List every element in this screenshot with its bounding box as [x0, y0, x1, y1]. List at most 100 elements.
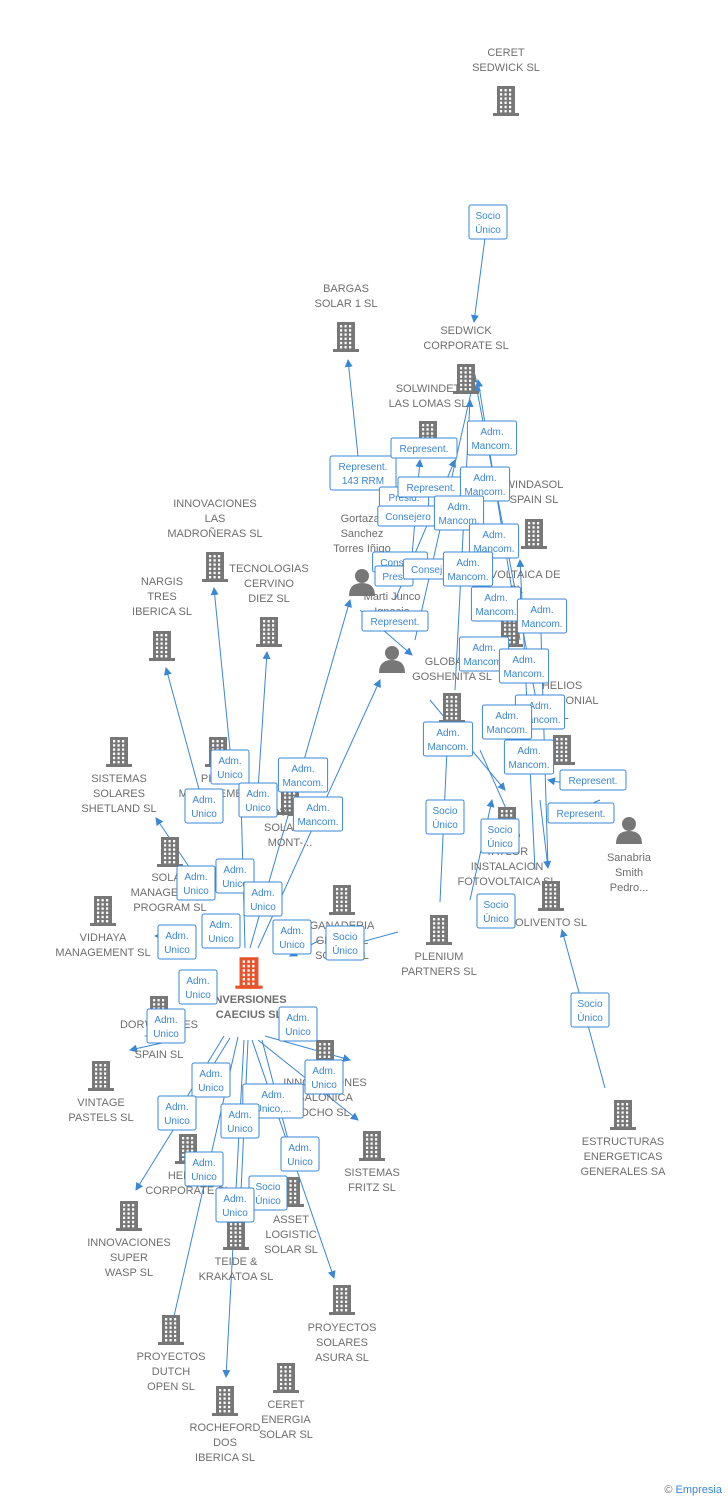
relationship-label[interactable]: Adm.Unico: [215, 1187, 255, 1223]
relationship-label-text: Adm.: [286, 1013, 309, 1024]
relationship-label[interactable]: Adm.Unico: [272, 919, 312, 955]
relationship-label-text: Represent.: [557, 809, 606, 820]
relationship-label-text: Unico: [287, 1157, 313, 1168]
relationship-label[interactable]: Adm.Unico: [146, 1008, 186, 1044]
relationship-label[interactable]: Adm.Mancom.: [442, 551, 494, 587]
relationship-label[interactable]: Adm.Unico: [191, 1062, 231, 1098]
relationship-label[interactable]: Adm.Unico: [220, 1103, 260, 1139]
node-label-line: ASURA SL: [315, 1352, 369, 1364]
relationship-label[interactable]: Represent.: [397, 476, 465, 498]
relationship-label[interactable]: Represent.: [361, 610, 429, 632]
node-label-line: ASSET: [273, 1214, 309, 1226]
relationship-label-text: Único: [432, 818, 458, 831]
relationship-label[interactable]: Represent.143 RRM: [329, 455, 397, 491]
relationship-label[interactable]: Adm.Mancom.: [481, 704, 533, 740]
relationship-label[interactable]: Adm.Mancom.: [292, 796, 344, 832]
node-sanabria[interactable]: SanabriaSmithPedro...: [607, 817, 652, 894]
relationship-label[interactable]: Adm.Unico: [176, 865, 216, 901]
node-teide[interactable]: TEIDE &KRAKATOA SL: [199, 1220, 274, 1283]
relationship-label[interactable]: Adm.Mancom.: [516, 598, 568, 634]
node-label-line: DUTCH: [152, 1366, 191, 1378]
relationship-label[interactable]: Adm.Mancom.: [503, 739, 555, 775]
node-label-line: CERET: [487, 47, 525, 59]
relationship-label[interactable]: Adm.Mancom.: [277, 757, 329, 793]
relationship-label-text: Adm.: [251, 888, 274, 899]
relationship-label[interactable]: Adm.Unico: [280, 1136, 320, 1172]
node-label-line: ROCHEFORD: [190, 1422, 261, 1434]
node-olivento[interactable]: OLIVENTO SL: [515, 881, 587, 929]
relationship-label-text: Unico: [279, 940, 305, 951]
relationship-label-text: Unico: [222, 1208, 248, 1219]
relationship-label-text: Adm.: [480, 427, 503, 438]
relationship-label[interactable]: Adm.Unico: [178, 969, 218, 1005]
relationship-label[interactable]: Adm.Unico: [210, 749, 250, 785]
relationship-label[interactable]: Adm.Mancom.: [459, 466, 511, 502]
node-label-line: CORPORATE SL: [423, 340, 508, 352]
relationship-label[interactable]: Represent.: [390, 437, 458, 459]
relationship-label[interactable]: Adm.Unico: [304, 1059, 344, 1095]
node-label-line: ESTRUCTURAS: [582, 1136, 665, 1148]
relationship-label[interactable]: Adm.Mancom.: [422, 721, 474, 757]
relationship-label-text: Adm.: [246, 789, 269, 800]
brand-name[interactable]: Empresia: [675, 1484, 722, 1496]
relationship-label[interactable]: Adm.Unico: [157, 1095, 197, 1131]
relationship-label[interactable]: Consejero: [377, 505, 439, 527]
node-marti[interactable]: Marti JuncoIgnacio: [364, 591, 421, 673]
person-icon: [616, 817, 642, 844]
relationship-label[interactable]: Adm.Mancom.: [468, 523, 520, 559]
building-icon: [256, 617, 282, 647]
relationship-label[interactable]: Adm.Mancom.: [470, 586, 522, 622]
relationship-label[interactable]: Adm.Mancom.: [433, 495, 485, 531]
relationship-label[interactable]: Adm.Unico: [184, 788, 224, 824]
building-icon: [235, 957, 263, 989]
relationship-label-text: Unico: [208, 934, 234, 945]
relationship-label[interactable]: Adm.Mancom.: [466, 420, 518, 456]
node-label-line: SPAIN SL: [510, 494, 559, 506]
building-icon: [212, 1386, 238, 1416]
relationship-label[interactable]: Adm. Unico: [243, 881, 283, 917]
relationship-label-text: Consej.: [411, 565, 445, 576]
relationship-label-text: Unico: [250, 902, 276, 913]
relationship-label[interactable]: Adm.Mancom.: [498, 648, 550, 684]
relationship-label-text: Unico: [285, 1027, 311, 1038]
relationship-label[interactable]: Represent.: [559, 769, 627, 791]
relationship-label-text: Adm.: [165, 1102, 188, 1113]
relationship-label-text: Adm.: [312, 1066, 335, 1077]
relationship-label-text: Unico: [227, 1124, 253, 1135]
relationship-label[interactable]: Adm.Unico: [201, 913, 241, 949]
relationship-label[interactable]: Adm.Unico: [238, 782, 278, 818]
relationship-label[interactable]: Represent.: [547, 802, 615, 824]
building-icon: [157, 837, 183, 867]
relationship-label[interactable]: Adm.Unico: [184, 1151, 224, 1187]
relationship-label[interactable]: Adm. Unico: [278, 1006, 318, 1042]
relationship-label[interactable]: Adm.Unico: [157, 924, 197, 960]
